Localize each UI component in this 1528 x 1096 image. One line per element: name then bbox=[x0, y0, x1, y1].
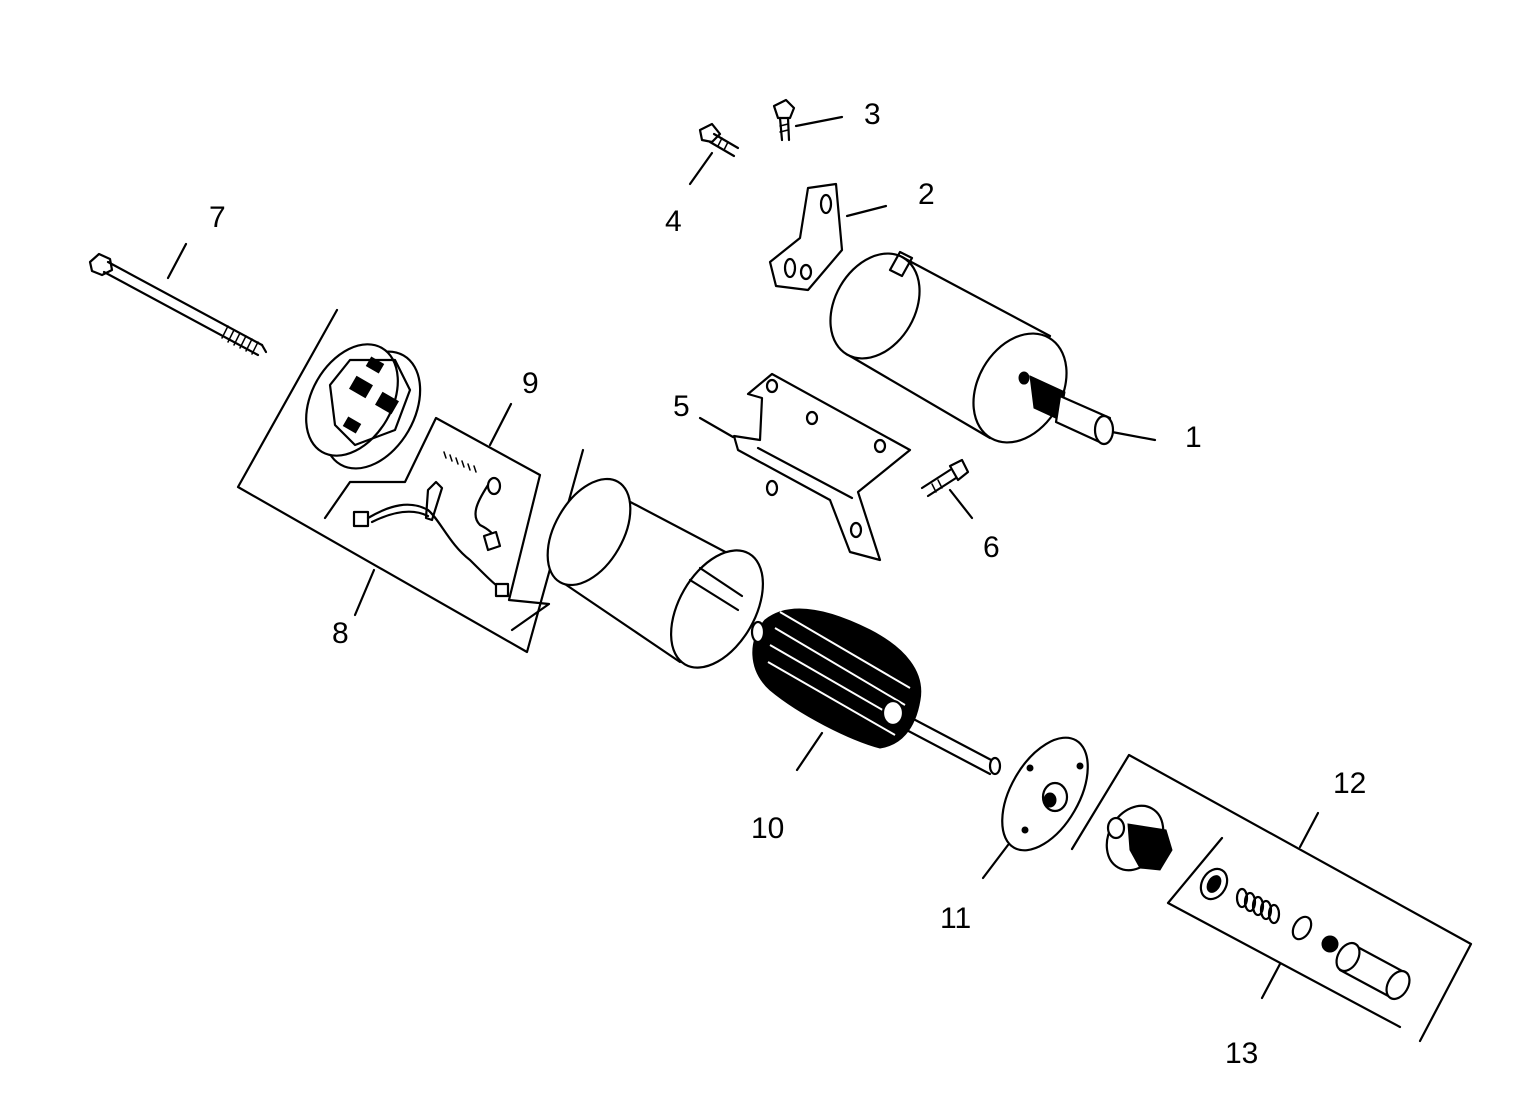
leader-4 bbox=[688, 151, 714, 186]
callout-1: 1 bbox=[1185, 421, 1202, 454]
screw-part-6 bbox=[920, 458, 970, 498]
leader-11 bbox=[981, 843, 1010, 880]
callout-8: 8 bbox=[332, 617, 349, 650]
screw-part-4 bbox=[698, 122, 740, 158]
leader-12 bbox=[1298, 811, 1320, 849]
leader-2 bbox=[845, 204, 888, 218]
through-bolt-part-7 bbox=[88, 252, 268, 357]
callout-4: 4 bbox=[665, 205, 682, 238]
callout-7: 7 bbox=[209, 201, 226, 234]
leader-8 bbox=[353, 568, 376, 617]
callout-6: 6 bbox=[983, 531, 1000, 564]
leader-7 bbox=[166, 242, 188, 280]
leader-1 bbox=[1110, 430, 1157, 442]
pinion-part-12 bbox=[1105, 804, 1173, 872]
end-plate-part-11 bbox=[1001, 736, 1089, 852]
leader-10 bbox=[795, 731, 824, 772]
leader-13 bbox=[1260, 962, 1282, 1000]
leader-6 bbox=[948, 488, 974, 520]
end-cap-part-8 bbox=[305, 343, 422, 470]
leader-5 bbox=[698, 416, 735, 439]
leader-3 bbox=[794, 115, 844, 128]
armature-part-10 bbox=[750, 608, 1002, 776]
callout-13: 13 bbox=[1225, 1037, 1259, 1070]
frame-housing bbox=[546, 477, 765, 669]
leader-9 bbox=[488, 402, 513, 447]
screw-part-3 bbox=[772, 98, 796, 142]
callout-11: 11 bbox=[940, 902, 972, 935]
leader-lines bbox=[166, 115, 1320, 1000]
callout-3: 3 bbox=[864, 98, 881, 131]
bracket-group-12-13 bbox=[1070, 753, 1473, 1043]
callout-5: 5 bbox=[673, 390, 690, 423]
starter-assembly-part-1 bbox=[829, 250, 1115, 446]
callout-9: 9 bbox=[522, 367, 539, 400]
brush-kit-part-9 bbox=[352, 451, 510, 598]
callout-12: 12 bbox=[1333, 767, 1367, 800]
mounting-plate-part-5 bbox=[732, 372, 912, 562]
retainer-kit-part-13 bbox=[1199, 867, 1411, 1001]
mount-bracket-part-2 bbox=[768, 182, 844, 292]
callout-2: 2 bbox=[918, 178, 935, 211]
callout-10: 10 bbox=[751, 812, 785, 845]
